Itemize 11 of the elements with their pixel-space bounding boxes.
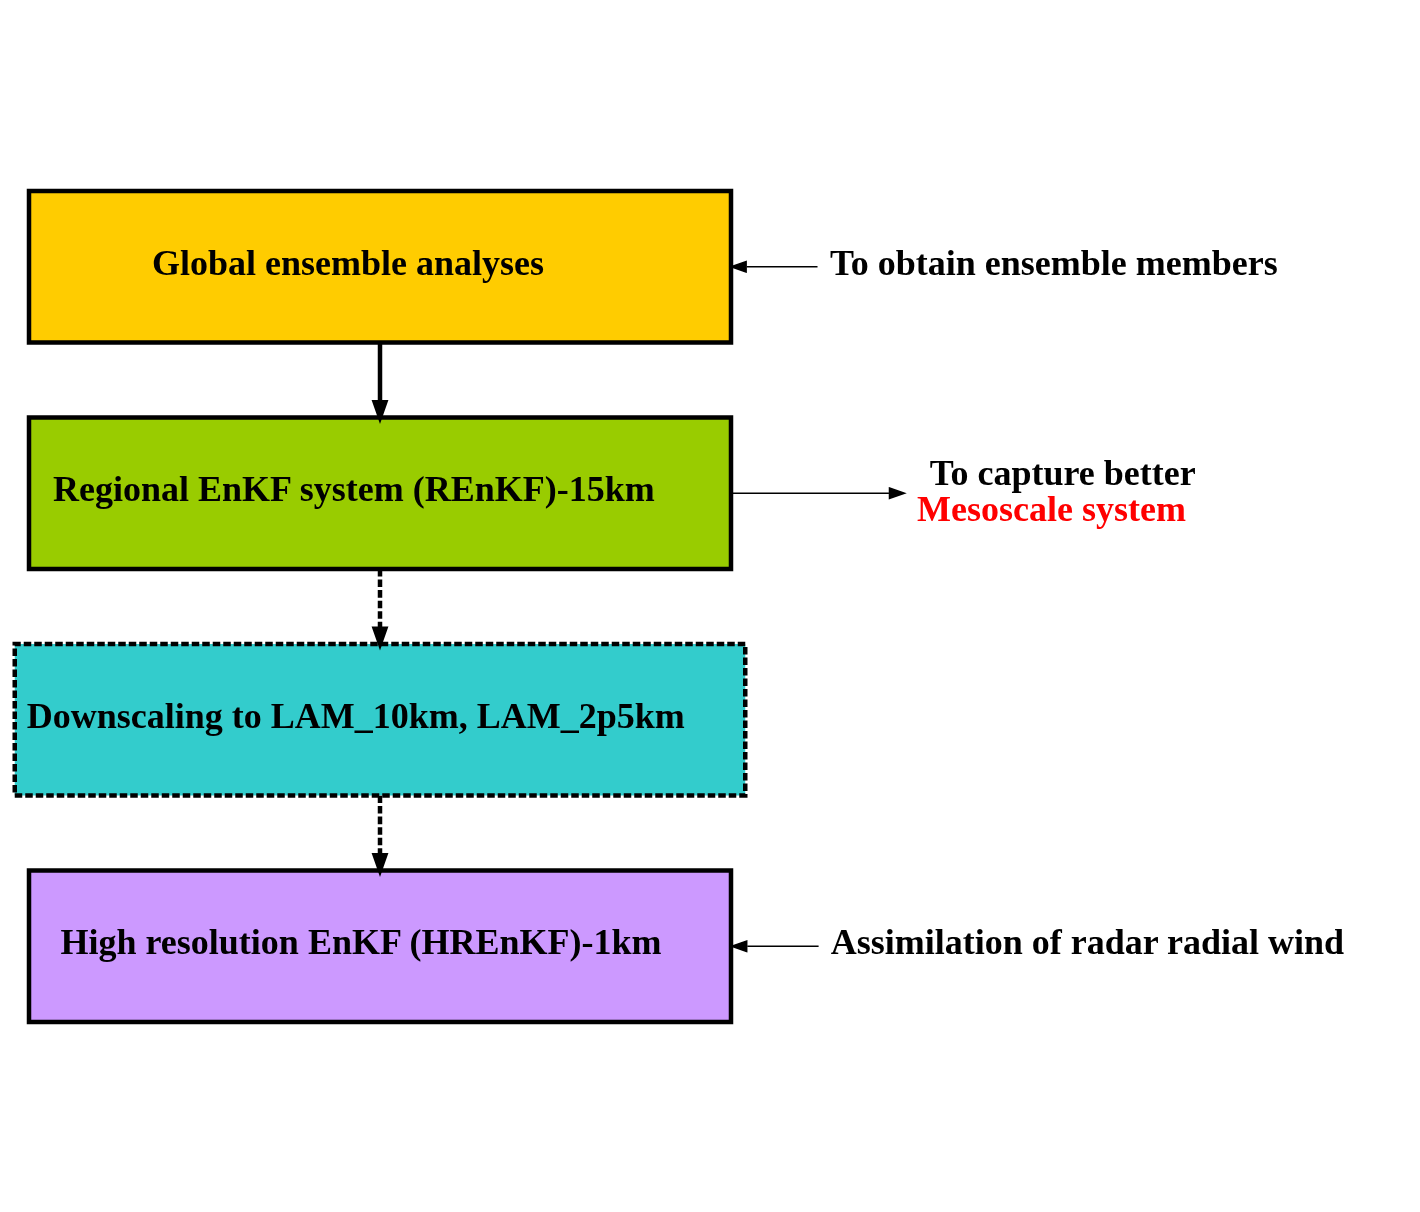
node-text: Assimilation of radar radial wind xyxy=(830,921,1345,962)
arrow xyxy=(371,342,389,424)
node-box: Downscaling to LAM_10km, LAM_2p5km xyxy=(12,641,748,798)
node-text: To capture better Mesoscale system xyxy=(917,452,1196,529)
node-box: High resolution EnKF (HREnKF)-1km xyxy=(26,867,734,1024)
arrow xyxy=(730,486,907,500)
node-box: Regional EnKF system (REnKF)-15km xyxy=(26,414,734,571)
node-text: To obtain ensemble members xyxy=(830,242,1278,283)
arrow xyxy=(371,795,389,877)
arrow xyxy=(371,568,389,651)
node-box: Global ensemble analyses xyxy=(26,188,734,345)
